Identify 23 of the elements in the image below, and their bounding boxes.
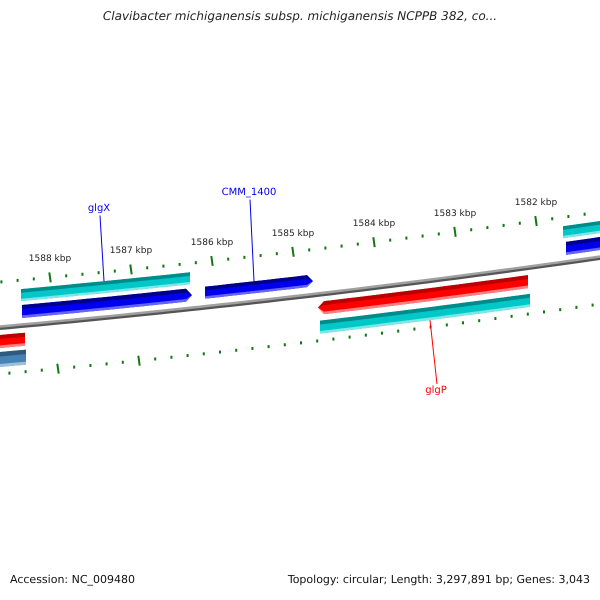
title: Clavibacter michiganensis subsp. michiganensis NCPPB 382, co...	[102, 10, 498, 24]
scale-label: 1583 kbp	[434, 208, 476, 220]
gene-bar	[0, 350, 26, 367]
gene-bar	[563, 221, 600, 238]
accession-label: Accession: NC_009480	[10, 574, 136, 587]
leader-line	[250, 199, 254, 282]
gene-label: glgX	[88, 203, 110, 214]
gene-bar	[566, 237, 600, 255]
scale-label: 1582 kbp	[514, 198, 558, 208]
scale-label: 1586 kbp	[190, 238, 234, 248]
gene-bar	[0, 332, 25, 348]
scale-label: 1584 kbp	[352, 219, 396, 230]
leader-line	[430, 320, 438, 384]
scale-label: 1588 kbp	[28, 254, 72, 265]
gene-label: glgP	[425, 385, 447, 396]
gene-bar	[320, 294, 530, 334]
genome-info-label: Topology: circular; Length: 3,297,891 bp; Genes: 3,043	[288, 574, 590, 587]
scale-label: 1585 kbp	[272, 228, 314, 240]
scale-label: 1587 kbp	[110, 246, 152, 257]
gene-label: CMM_1400	[222, 187, 276, 198]
leader-line	[100, 215, 104, 282]
gene-bar	[205, 275, 313, 299]
gene-bar	[22, 288, 192, 318]
